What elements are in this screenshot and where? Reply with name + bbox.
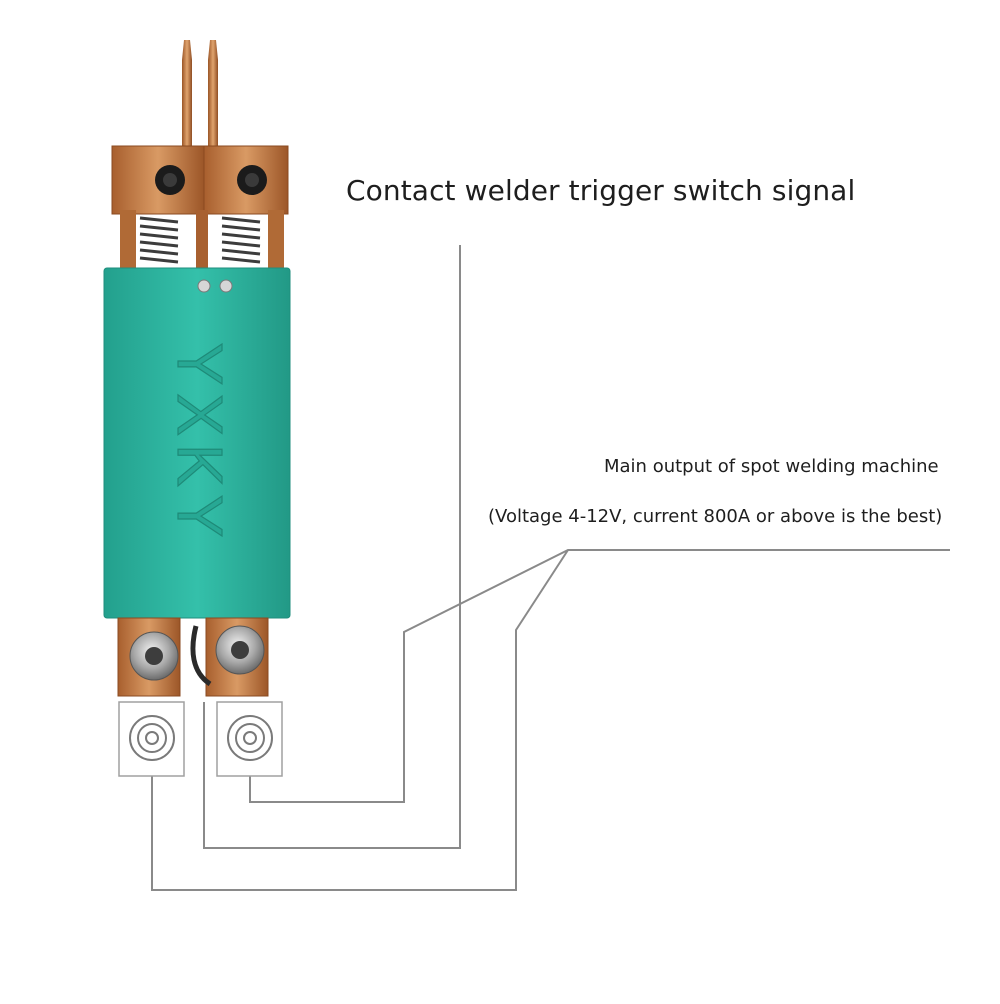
main-output-spec-label: (Voltage 4-12V, current 800A or above is…	[488, 506, 943, 527]
welding-pen: YXKY	[103, 40, 291, 697]
left-terminal	[118, 701, 185, 777]
right-spring	[221, 216, 261, 264]
teal-housing: YXKY	[103, 267, 291, 619]
electrode-pins	[182, 40, 218, 150]
left-spring	[139, 216, 179, 264]
brand-text: YXKY	[164, 343, 236, 546]
trigger-wire	[203, 245, 461, 849]
trigger-signal-label: Contact welder trigger switch signal	[346, 174, 856, 207]
wires	[151, 245, 950, 891]
main-output-wire-b	[151, 549, 569, 891]
main-output-label: Main output of spot welding machine	[604, 456, 939, 477]
top-copper-blocks	[111, 145, 289, 215]
bottom-copper-bars	[117, 617, 269, 697]
main-output-wire-a	[249, 549, 950, 803]
right-terminal	[216, 701, 283, 777]
spring-section	[120, 210, 284, 274]
